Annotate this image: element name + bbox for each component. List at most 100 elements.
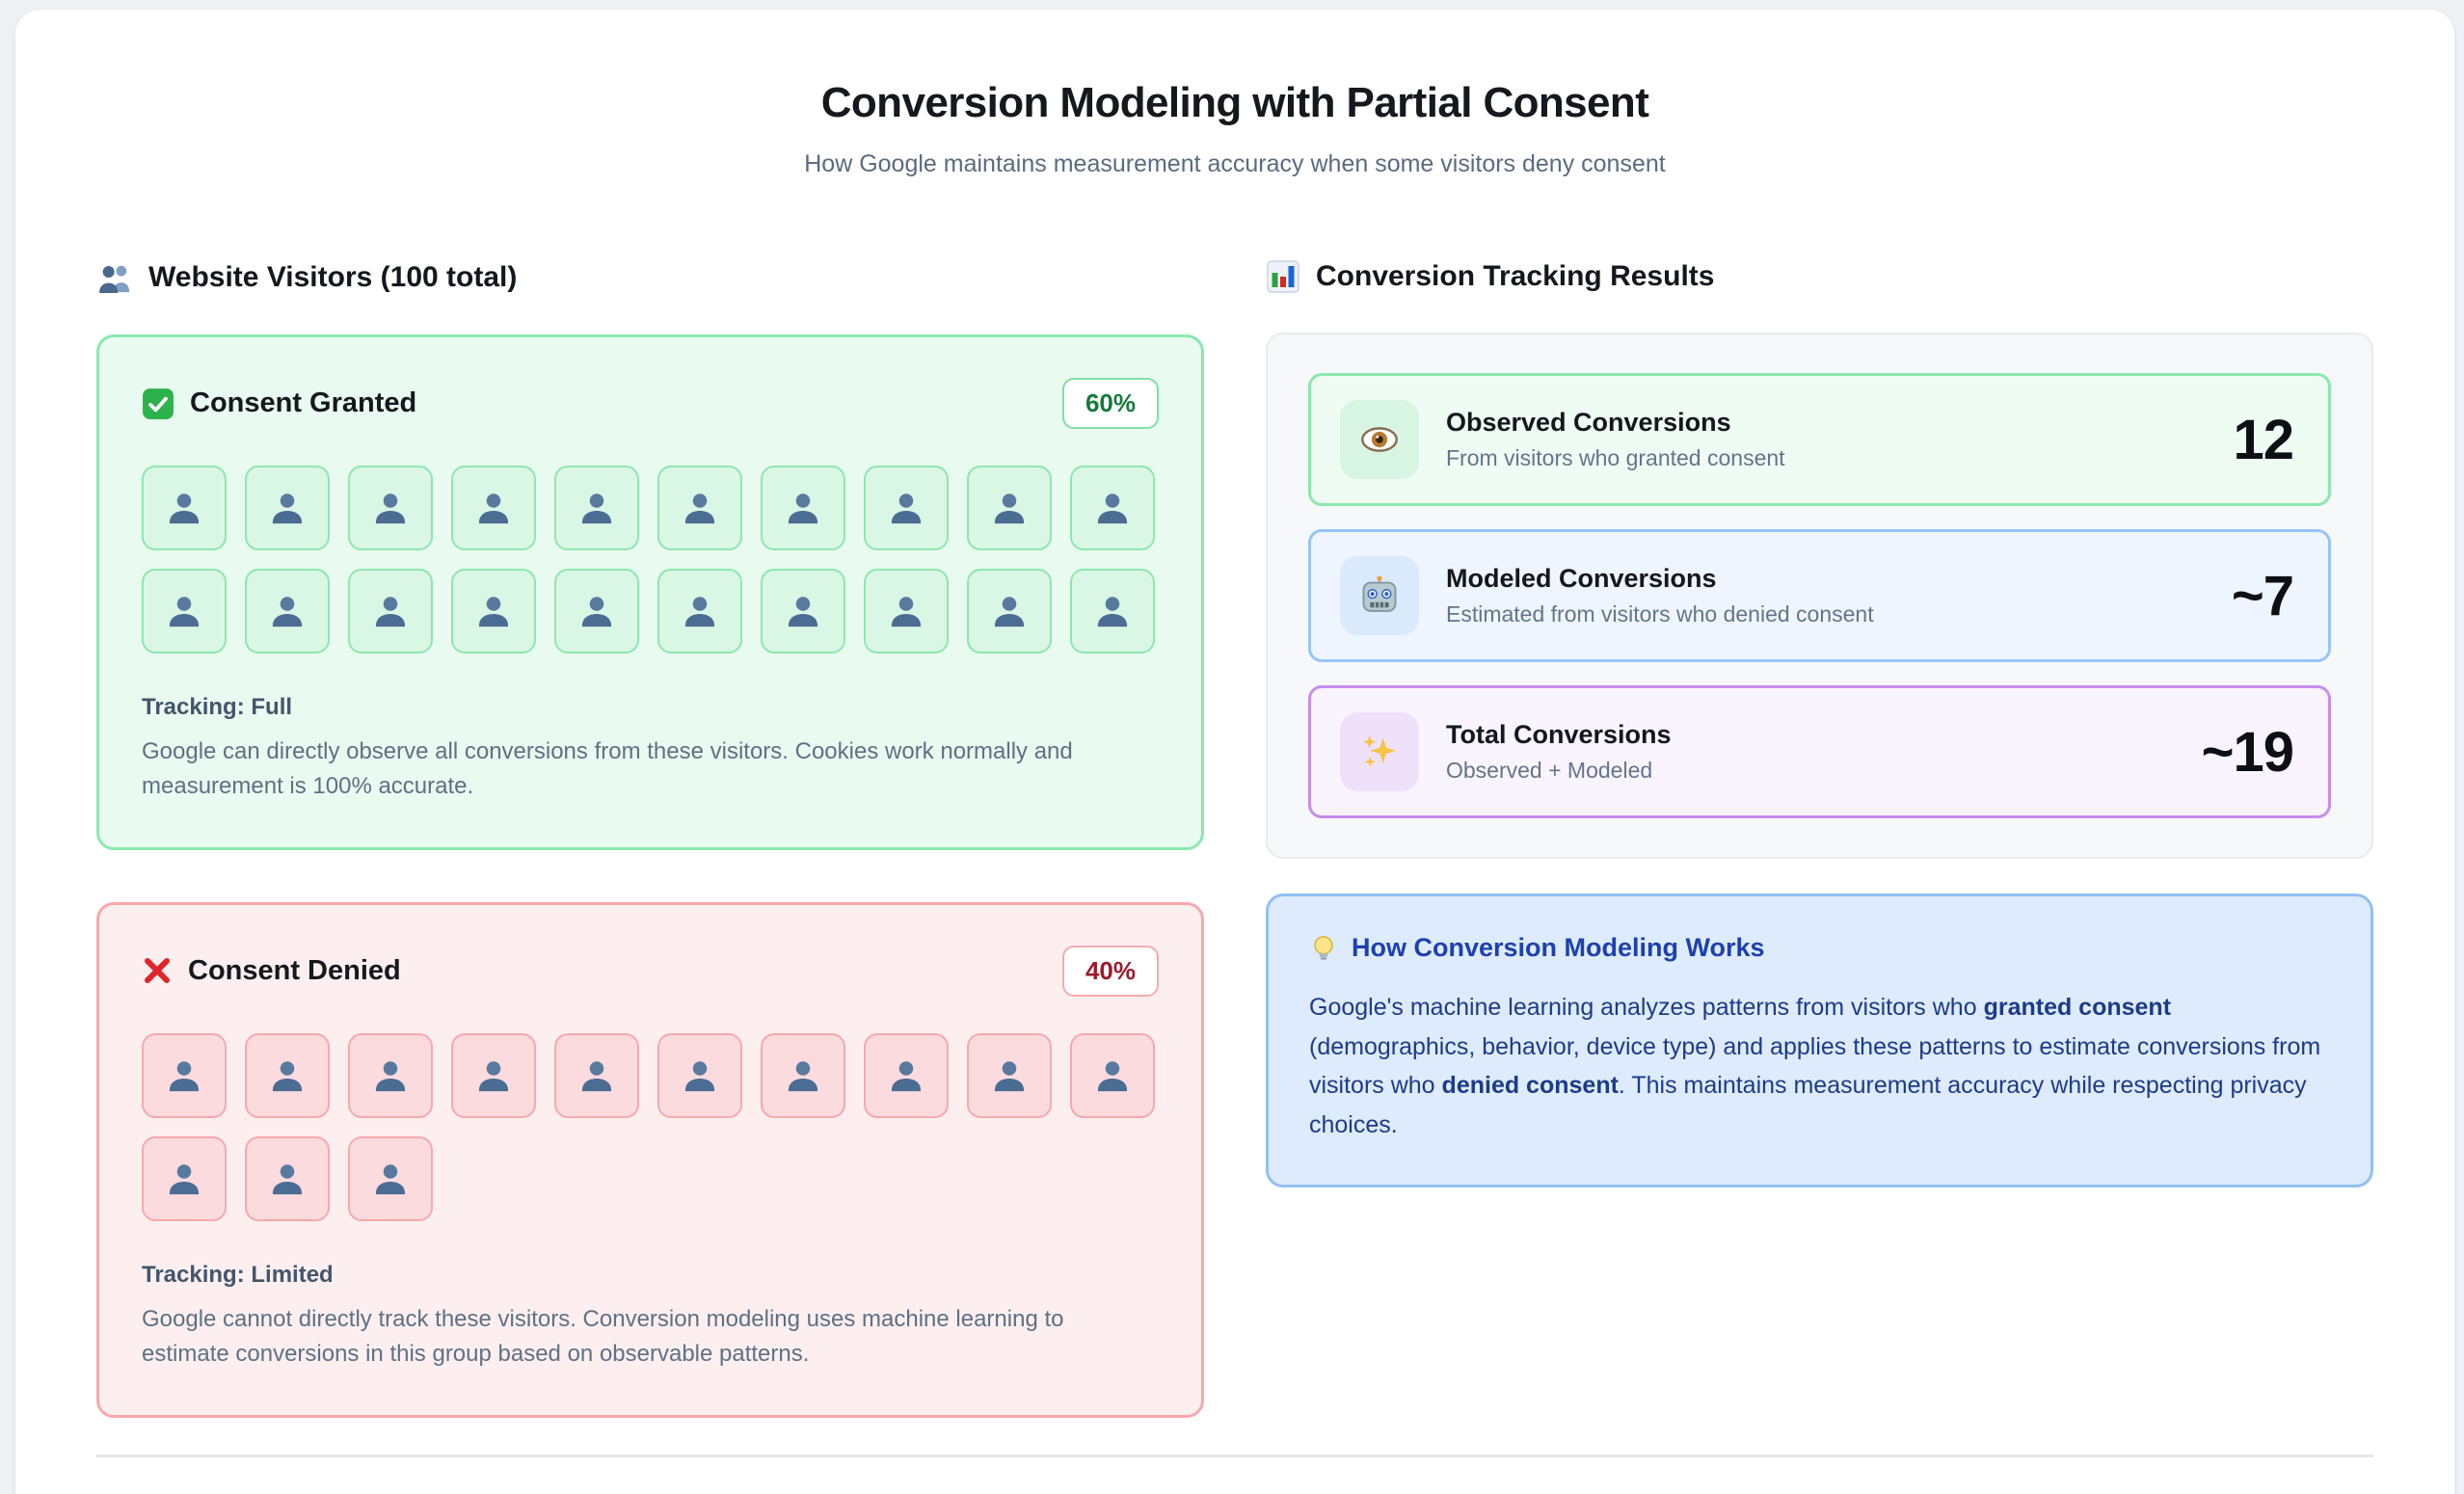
person-icon (164, 1055, 204, 1096)
person-icon (576, 488, 617, 528)
consent-denied-visitor-grid (142, 1032, 1159, 1221)
person-icon (783, 591, 823, 631)
person-icon (1092, 488, 1133, 528)
info-card-body: Google's machine learning analyzes patte… (1309, 994, 2321, 1138)
section-divider (96, 1454, 2373, 1457)
person-icon (989, 591, 1030, 631)
visitor-tile (348, 466, 433, 550)
page-title: Conversion Modeling with Partial Consent (820, 79, 1649, 126)
light-bulb-icon (1309, 934, 1338, 963)
visitor-tile (142, 466, 227, 550)
visitor-tile (761, 1032, 845, 1118)
person-icon (164, 488, 204, 528)
robot-icon (1358, 574, 1401, 617)
visitor-tile (967, 1032, 1052, 1118)
person-icon (370, 488, 411, 528)
visitor-tile (245, 1032, 330, 1118)
observed-value: 12 (2233, 408, 2294, 471)
visitors-section-heading: Website Visitors (100 total) (96, 259, 1204, 296)
person-icon (886, 1055, 926, 1096)
person-icon (680, 591, 720, 631)
visitors-heading-text: Website Visitors (100 total) (148, 261, 518, 293)
person-icon (989, 488, 1030, 528)
results-panel: Observed Conversions From visitors who g… (1266, 333, 2373, 859)
tracking-description: Google cannot directly track these visit… (142, 1305, 1064, 1368)
person-icon (267, 1055, 308, 1096)
observed-icon-box (1340, 400, 1419, 479)
total-value: ~19 (2201, 720, 2294, 784)
person-icon (576, 1055, 617, 1096)
how-modeling-works-card: How Conversion Modeling Works Google's m… (1266, 894, 2373, 1187)
results-column: Conversion Tracking Results (1266, 259, 2373, 1418)
consent-granted-percent-badge: 60% (1061, 378, 1159, 429)
person-icon (783, 1055, 823, 1096)
person-icon (473, 1055, 514, 1096)
visitor-tile (657, 466, 742, 550)
visitor-tile (657, 569, 742, 654)
person-icon (680, 1055, 720, 1096)
result-subtitle: Estimated from visitors who denied conse… (1446, 601, 1874, 627)
consent-denied-header: Consent Denied 40% (142, 945, 1159, 997)
observed-text: Observed Conversions From visitors who g… (1446, 408, 1785, 471)
modeled-value: ~7 (2231, 564, 2294, 627)
visitor-tile (1070, 466, 1155, 550)
result-subtitle: Observed + Modeled (1446, 758, 1653, 783)
consent-granted-title: Consent Granted (142, 387, 416, 420)
bar-chart-icon (1266, 259, 1300, 294)
info-card-title-text: How Conversion Modeling Works (1352, 933, 1765, 962)
modeled-icon-box (1340, 556, 1419, 635)
results-section-heading: Conversion Tracking Results (1266, 259, 2373, 294)
visitor-tile (451, 1032, 536, 1118)
visitors-column: Website Visitors (100 total) Con (96, 259, 1204, 1418)
consent-denied-percent-badge: 40% (1061, 945, 1159, 997)
tracking-label: Tracking: Limited (142, 1261, 334, 1288)
visitor-tile (1070, 569, 1155, 654)
cross-mark-icon (142, 955, 173, 986)
visitor-tile (348, 1032, 433, 1118)
visitor-tile (142, 569, 227, 654)
consent-denied-card: Consent Denied 40% Tracking: Limited Goo… (96, 901, 1204, 1418)
visitor-tile (245, 1135, 330, 1221)
person-icon (886, 591, 926, 631)
total-text: Total Conversions Observed + Modeled (1446, 720, 1672, 784)
person-icon (370, 591, 411, 631)
person-icon (370, 1159, 411, 1199)
modeled-text: Modeled Conversions Estimated from visit… (1446, 564, 1874, 627)
check-mark-icon (142, 387, 174, 420)
visitor-tile (967, 466, 1052, 550)
person-icon (680, 488, 720, 528)
visitor-tile (245, 569, 330, 654)
visitor-tile (864, 466, 949, 550)
consent-denied-title-text: Consent Denied (188, 954, 401, 986)
tracking-label: Tracking: Full (142, 694, 293, 720)
consent-denied-title: Consent Denied (142, 955, 401, 987)
consent-granted-visitor-grid (142, 466, 1159, 654)
person-icon (473, 488, 514, 528)
visitor-tile (554, 569, 639, 654)
person-icon (576, 591, 617, 631)
tracking-description: Google can directly observe all conversi… (142, 738, 1073, 800)
person-icon (164, 591, 204, 631)
person-icon (783, 488, 823, 528)
person-icon (989, 1055, 1030, 1096)
visitor-tile (864, 1032, 949, 1118)
visitor-tile (554, 1032, 639, 1118)
person-icon (267, 591, 308, 631)
visitor-tile (554, 466, 639, 550)
busts-in-silhouette-icon (96, 259, 133, 296)
visitor-tile (761, 466, 845, 550)
sparkles-icon (1358, 731, 1401, 773)
person-icon (267, 488, 308, 528)
person-icon (267, 1159, 308, 1199)
visitor-tile (142, 1135, 227, 1221)
visitor-tile (967, 569, 1052, 654)
consent-granted-header: Consent Granted 60% (142, 378, 1159, 429)
visitor-tile (348, 1135, 433, 1221)
total-icon-box (1340, 712, 1419, 791)
eye-icon (1358, 418, 1401, 461)
visitor-tile (761, 569, 845, 654)
consent-granted-title-text: Consent Granted (190, 387, 417, 418)
result-title: Modeled Conversions (1446, 564, 1717, 593)
content: Conversion Modeling with Partial Consent… (15, 10, 2454, 1457)
